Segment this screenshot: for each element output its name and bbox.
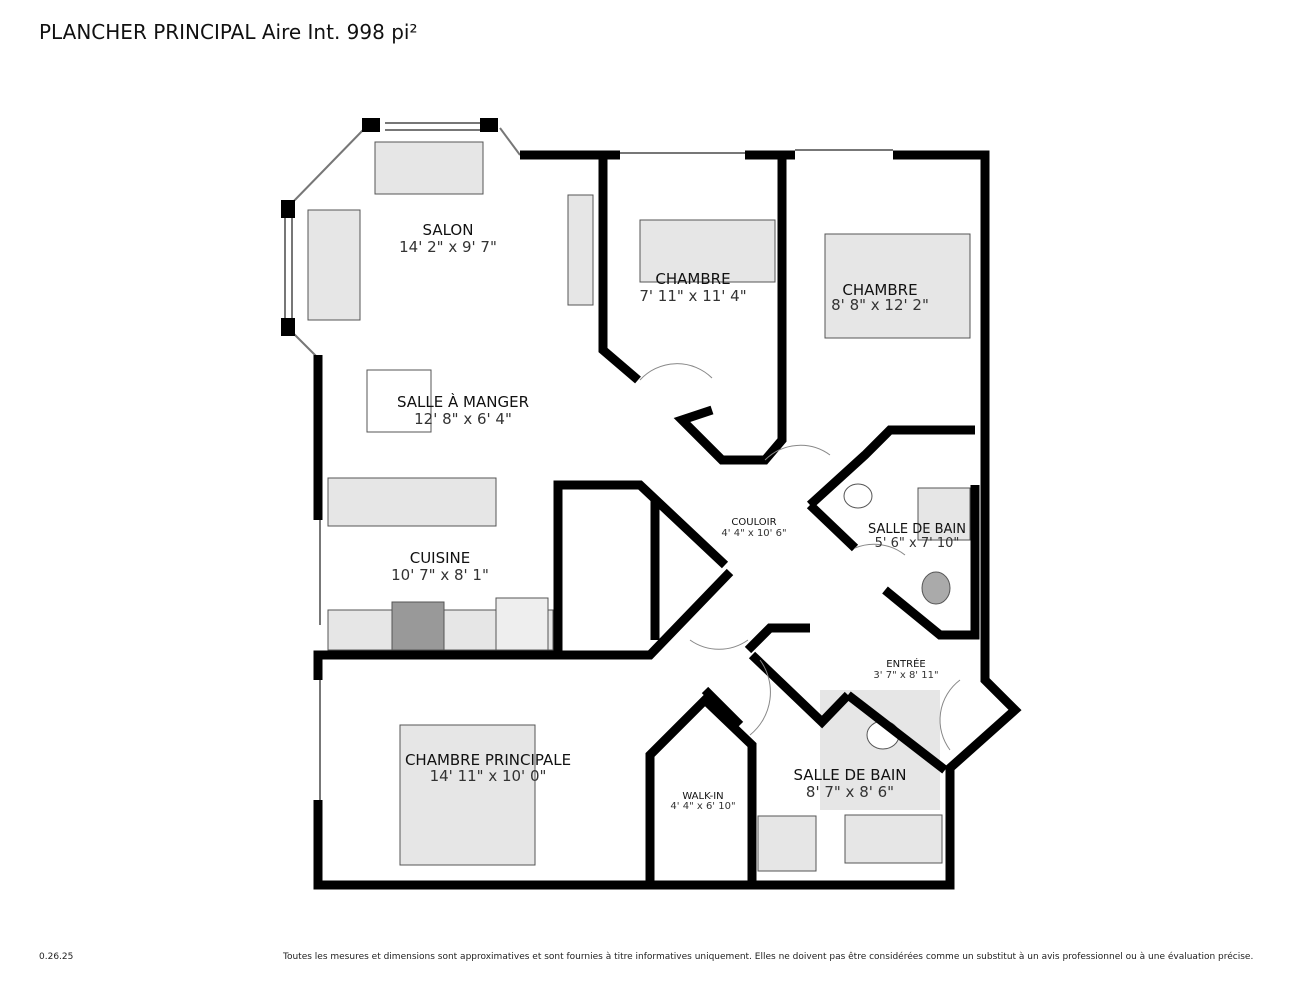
room-name: CHAMBRE	[842, 281, 917, 299]
version-label: 0.26.25	[39, 952, 74, 962]
room-dims: 12' 8" x 6' 4"	[414, 410, 512, 428]
room-name: CHAMBRE	[655, 270, 730, 288]
room-name: CHAMBRE PRINCIPALE	[405, 751, 571, 769]
room-dims: 4' 4" x 6' 10"	[670, 801, 735, 812]
shower	[757, 815, 817, 872]
room-dims: 7' 11" x 11' 4"	[639, 287, 746, 305]
room-dims: 14' 2" x 9' 7"	[399, 238, 497, 256]
room-name: SALLE DE BAIN	[868, 522, 966, 537]
room-dims: 4' 4" x 10' 6"	[721, 528, 786, 539]
fixtures	[307, 141, 971, 872]
kitchen-counter	[327, 477, 497, 527]
wall-caps	[281, 118, 498, 336]
room-dims: 5' 6" x 7' 10"	[875, 536, 960, 551]
bed-1	[639, 219, 776, 283]
room-dims: 3' 7" x 8' 11"	[873, 670, 938, 681]
room-dims: 14' 11" x 10' 0"	[430, 767, 547, 785]
windows	[284, 122, 893, 800]
room-name: SALLE DE BAIN	[793, 766, 906, 784]
room-name: CUISINE	[410, 549, 471, 567]
toilet	[921, 571, 951, 605]
master-bed	[399, 724, 536, 866]
bed-2	[824, 233, 971, 339]
room-name: ENTRÉE	[886, 657, 926, 670]
sofa	[374, 141, 484, 195]
door-swings	[639, 363, 961, 751]
room-name: SALON	[423, 221, 474, 239]
room-name: COULOIR	[731, 517, 776, 528]
stove	[391, 601, 445, 651]
room-dims: 8' 7" x 8' 6"	[806, 783, 894, 801]
sofa-side	[307, 209, 361, 321]
page-title: PLANCHER PRINCIPAL Aire Int. 998 pi²	[39, 20, 418, 44]
tv-console	[567, 194, 594, 306]
fridge	[495, 597, 549, 651]
shower-2	[917, 487, 971, 541]
sink-2	[843, 483, 873, 509]
walls	[313, 150, 1022, 890]
bathtub	[844, 814, 943, 864]
room-name: SALLE À MANGER	[397, 392, 529, 411]
room-dims: 8' 8" x 12' 2"	[831, 296, 929, 314]
disclaimer: Toutes les mesures et dimensions sont ap…	[283, 952, 1254, 962]
room-dims: 10' 7" x 8' 1"	[391, 566, 489, 584]
room-name: WALK-IN	[682, 791, 723, 802]
dining-table	[366, 369, 432, 433]
